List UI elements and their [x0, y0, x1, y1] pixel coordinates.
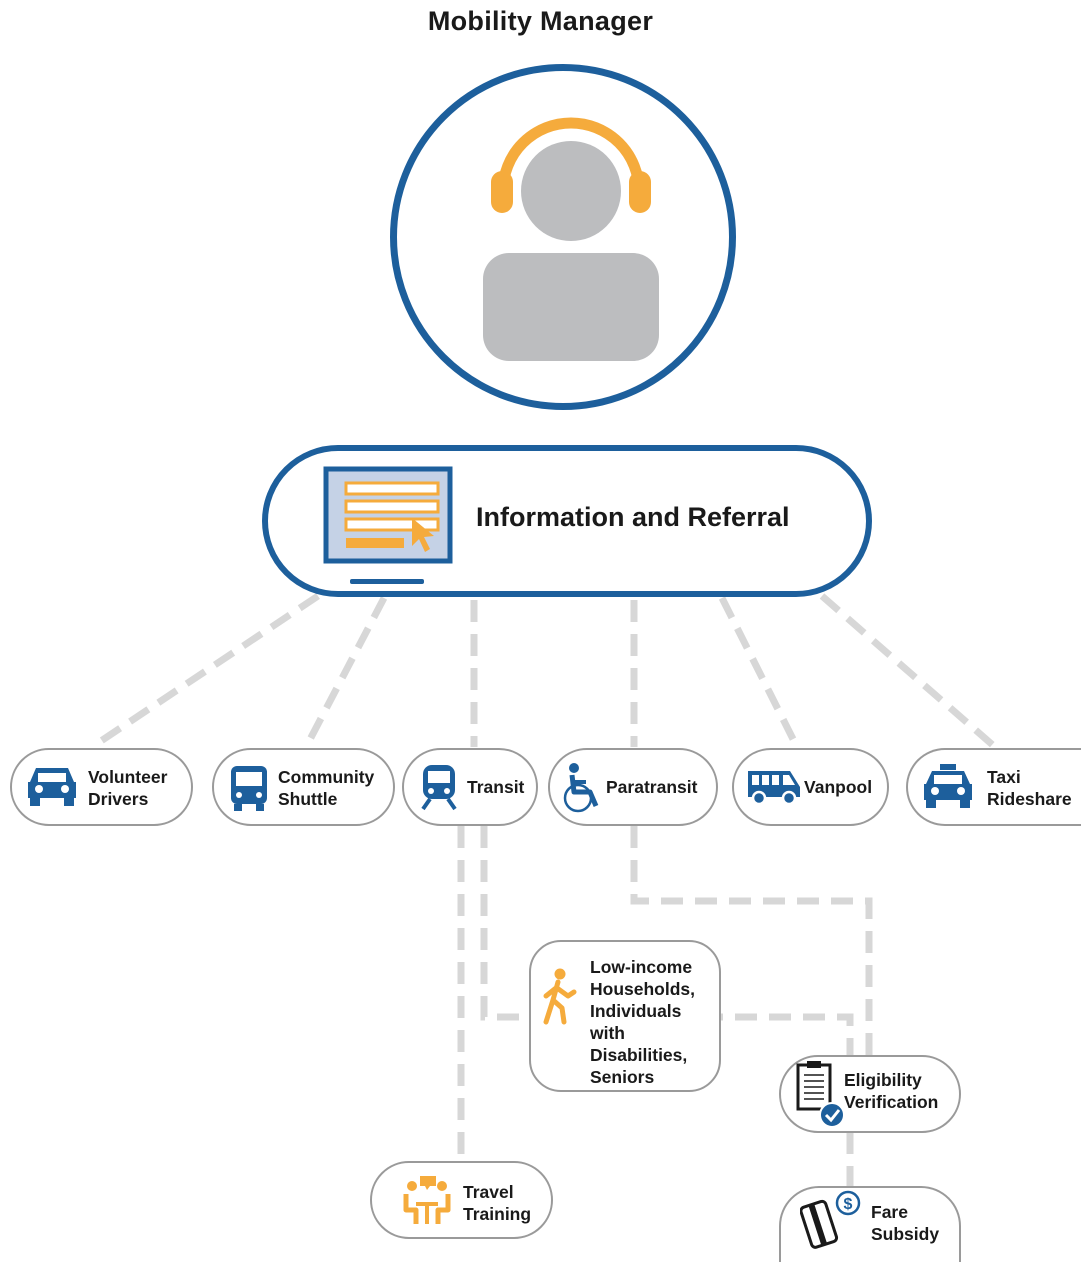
travel-training-label: Travel Training: [463, 1182, 532, 1224]
fare-subsidy-label: Fare Subsidy: [871, 1202, 940, 1244]
mobility-manager-circle: [390, 64, 736, 410]
van-icon: [748, 771, 800, 806]
connector-vanpool: [718, 596, 801, 749]
box-travel-training: [370, 1161, 553, 1239]
service-volunteer-drivers: [10, 748, 193, 826]
taxi-icon: [924, 764, 972, 808]
eligibility-verification-label: Eligibility Verification: [844, 1070, 939, 1112]
svg-text:$: $: [844, 1196, 853, 1213]
service-community-shuttle-label: Community Shuttle: [278, 767, 375, 809]
page-title: Mobility Manager: [427, 6, 654, 36]
wheelchair-icon: [563, 763, 599, 813]
service-vanpool-label: Vanpool: [804, 777, 873, 797]
training-people-icon: [403, 1176, 451, 1224]
bus-icon: [231, 766, 267, 811]
fare-card-dollar-icon: $: [800, 1190, 861, 1249]
walking-person-icon: [543, 968, 577, 1025]
connector-paratransit-eligibility: [630, 826, 873, 1055]
connector-shuttle: [302, 596, 388, 749]
information-referral-label: Information and Referral: [476, 502, 790, 532]
service-transit-label: Transit: [467, 777, 525, 797]
service-taxi-rideshare-label: Taxi Rideshare: [987, 767, 1072, 809]
service-paratransit-label: Paratransit: [606, 777, 698, 797]
service-volunteer-drivers-label: Volunteer Drivers: [88, 767, 168, 809]
computer-monitor-form-icon: [323, 466, 453, 584]
person-with-headset-icon: [483, 117, 659, 361]
low-income-label: Low-income Households, Individuals with …: [590, 957, 696, 1087]
clipboard-check-icon: [796, 1061, 844, 1128]
service-paratransit: [548, 748, 718, 826]
connector-taxi: [819, 593, 998, 750]
connector-volunteer: [90, 593, 320, 750]
train-icon: [421, 765, 457, 811]
car-icon: [28, 768, 76, 806]
